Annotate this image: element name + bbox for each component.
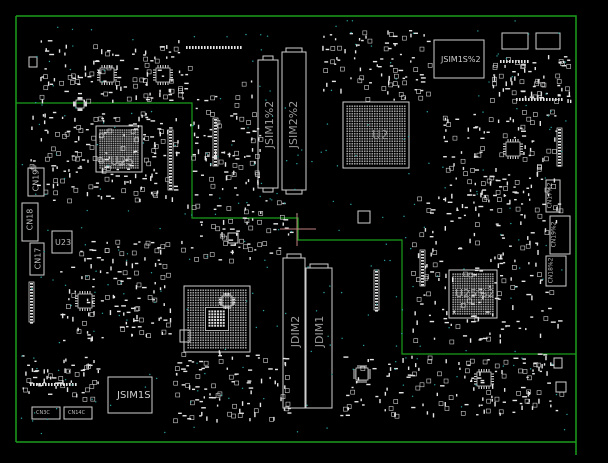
cn18-label: CN18 [25, 208, 35, 231]
u25x2-label: U25%2 [455, 287, 495, 300]
jsim1sx2-label: JSIM1S%2 [441, 55, 481, 64]
u2-label: U2 [372, 128, 389, 142]
jdim2-label: JDIM2 [289, 315, 303, 348]
qfp-chips [73, 65, 523, 389]
connector-boxes [21, 32, 571, 420]
u2-bga-chip[interactable] [342, 101, 410, 169]
cn18x2-label: CN18%2 [547, 257, 555, 284]
bottom-bga-chip[interactable] [183, 285, 251, 353]
jsim1-slot[interactable] [257, 55, 279, 193]
vias [20, 20, 568, 435]
crosshair-cursor [280, 213, 316, 246]
cn19x2-label: CN19%2 [550, 221, 558, 248]
jsim1-label: JSIM1%2 [263, 100, 277, 149]
jsim2-slot[interactable] [281, 47, 307, 195]
jdim2-slot[interactable] [282, 253, 306, 409]
cn17-label: CN17 [33, 247, 43, 270]
cn19-label: CN19 [31, 169, 41, 192]
jdim1-slot[interactable] [305, 263, 333, 409]
cn3c-label: CN3C [36, 410, 50, 416]
jdim1-label: JDIM1 [313, 315, 327, 348]
cn17x2-label: CN17%2 [546, 182, 554, 209]
u23-label: U23 [55, 238, 72, 247]
u25-label: U25 [110, 154, 135, 168]
smd-components [22, 30, 572, 424]
jsim1s-label: JSIM1S [117, 390, 151, 401]
cn14c-label: CN14C [68, 410, 86, 416]
jsim2-label: JSIM2%2 [287, 100, 301, 149]
board-outline [16, 15, 577, 455]
